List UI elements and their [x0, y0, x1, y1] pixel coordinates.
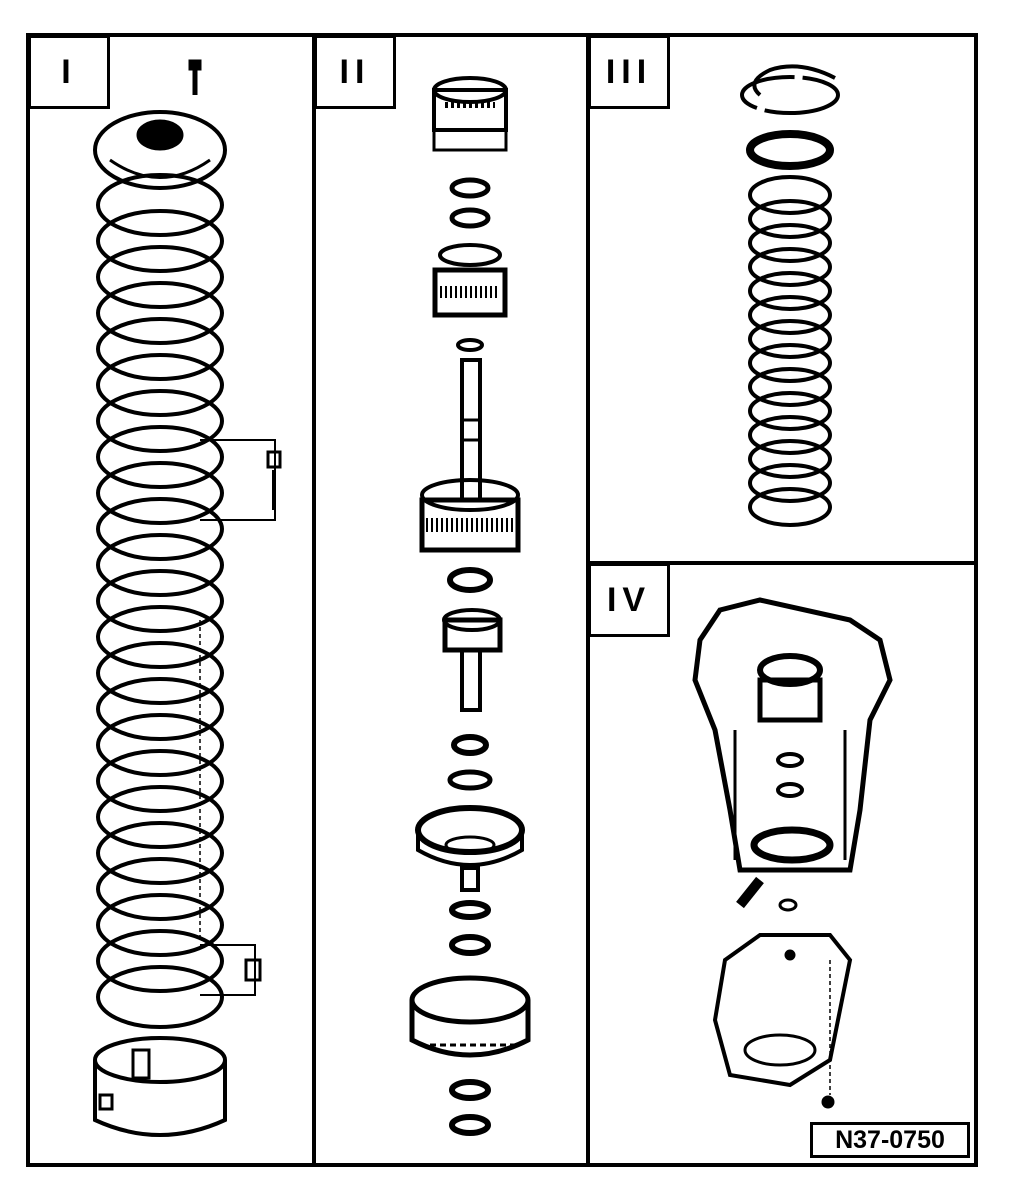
clutch-plate — [96, 209, 224, 273]
thrust-washer — [449, 177, 491, 199]
panel-label-iii: III — [588, 35, 670, 109]
screw — [188, 59, 202, 95]
clutch-disc — [748, 439, 832, 479]
seal-ring — [456, 338, 484, 352]
clutch-disc — [748, 343, 832, 383]
clutch-drum — [93, 1036, 227, 1137]
snap-ring — [752, 64, 836, 97]
sun-gear-drum — [432, 76, 508, 152]
clutch-disc-stack — [748, 175, 832, 527]
clutch-plate — [96, 893, 224, 957]
clutch-plate — [96, 677, 224, 741]
clutch-disc — [748, 223, 832, 263]
clutch-plate-stack — [96, 173, 224, 1029]
thrust-washer — [451, 734, 489, 756]
clutch-disc — [748, 199, 832, 239]
snap-ring — [740, 75, 840, 115]
clutch-plate — [96, 749, 224, 813]
panel-i-drawing — [93, 59, 282, 1137]
thrust-washer — [449, 207, 491, 229]
seal-ring — [778, 898, 798, 912]
panel-label-ii: II — [314, 35, 396, 109]
clutch-plate — [96, 389, 224, 453]
clutch-disc — [748, 487, 832, 527]
panel-label-iv: IV — [588, 563, 670, 637]
thrust-washer — [449, 1079, 491, 1101]
clutch-disc — [748, 271, 832, 311]
clutch-plate — [96, 929, 224, 993]
reference-code: N37-0750 — [810, 1122, 970, 1158]
clutch-plate — [96, 353, 224, 417]
panel-ii-drawing — [409, 76, 531, 1136]
housing-cover — [712, 933, 853, 1109]
bearing — [447, 567, 493, 593]
clutch-plate — [96, 569, 224, 633]
planet-carrier — [415, 805, 525, 892]
thrust-washer — [447, 769, 493, 791]
clutch-plate — [96, 317, 224, 381]
clutch-plate — [96, 461, 224, 525]
thrust-washer — [449, 1114, 491, 1136]
clutch-plate — [96, 245, 224, 309]
clutch-disc — [748, 463, 832, 503]
clutch-plate — [96, 785, 224, 849]
panel-iii-drawing — [740, 64, 840, 527]
clutch-plate — [96, 281, 224, 345]
clutch-disc — [748, 247, 832, 287]
clutch-plate — [96, 641, 224, 705]
transmission-housing — [692, 597, 893, 909]
output-gear — [442, 608, 503, 712]
clutch-plate — [96, 425, 224, 489]
planet-gear — [432, 243, 508, 318]
spring-indicator-upper — [200, 439, 282, 521]
clutch-plate — [96, 713, 224, 777]
clutch-plate — [96, 965, 224, 1029]
clutch-plate — [96, 497, 224, 561]
diagram-border — [26, 33, 978, 1167]
clutch-disc — [748, 391, 832, 431]
pressure-plate — [746, 130, 834, 170]
clutch-plate — [96, 533, 224, 597]
clutch-disc — [748, 415, 832, 455]
panel-iv-drawing — [692, 597, 893, 1109]
panel-label-i: I — [28, 35, 110, 109]
thrust-washer — [449, 934, 491, 956]
clutch-disc — [748, 319, 832, 359]
clutch-disc — [748, 295, 832, 335]
clutch-plate — [96, 821, 224, 885]
clutch-disc — [748, 175, 832, 215]
piston-cover — [93, 110, 227, 190]
ring-gear — [419, 478, 521, 553]
clutch-plate — [96, 605, 224, 669]
clutch-plate — [96, 857, 224, 921]
thrust-washer — [449, 900, 491, 920]
clutch-plate — [96, 173, 224, 237]
clutch-disc — [748, 367, 832, 407]
spring-indicator-lower — [200, 944, 262, 996]
clutch-housing — [409, 975, 531, 1058]
